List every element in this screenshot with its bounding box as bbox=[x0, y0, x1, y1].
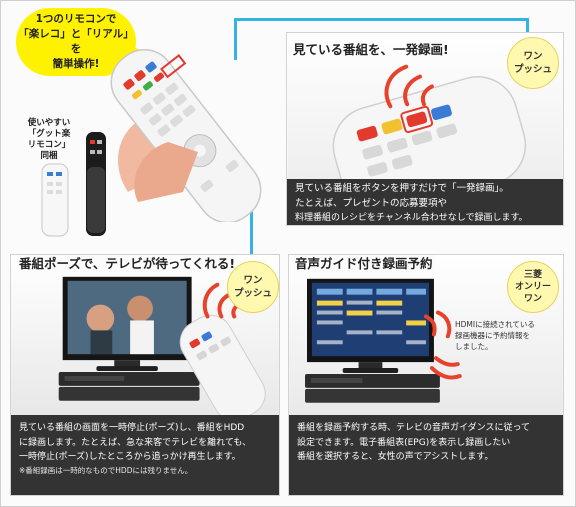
caption-b-line-1: 見ている番組の画面を一時停止(ポーズ)し、番組をHDD bbox=[19, 423, 245, 433]
remote-badge-line-4: 同梱 bbox=[40, 151, 58, 161]
panel-a-title: 見ている番組を、一発録画! bbox=[293, 42, 449, 57]
epg-line-2: 録画機器に予約情報を bbox=[455, 331, 530, 340]
mitsubishi-only-one-badge: 三菱 オンリー ワン bbox=[507, 261, 559, 313]
remote-badge-line-2: 「グット楽 bbox=[27, 129, 71, 139]
caption-b-note: ※番組録画は一時的なものでHDDには残りません。 bbox=[19, 465, 193, 475]
caption-c-line-1: 番組を録画予約する時、テレビの音声ガイダンスに従って bbox=[297, 423, 531, 433]
bubble-line-1: 1つのリモコンで bbox=[35, 13, 117, 25]
bubble-line-2: 「楽レコ」と「リアル」を bbox=[18, 28, 134, 55]
caption-b-line-3: 一時停止(ポーズ)したところから追っかけ再生します。 bbox=[19, 452, 241, 462]
remote-control-icon bbox=[110, 48, 262, 222]
epg-notice-text: HDMIに接続されている 録画機器に予約情報を しました。 bbox=[455, 319, 535, 352]
badge-a-line-1: ワン bbox=[523, 51, 543, 62]
connector-line-mid-vertical bbox=[250, 210, 253, 260]
badge-a-line-2: プッシュ bbox=[513, 64, 552, 75]
caption-c-line-3: 番組を選択すると、女性の声でアシストします。 bbox=[297, 452, 494, 462]
bubble-line-3: 簡単操作! bbox=[52, 58, 100, 70]
connector-line-top bbox=[234, 18, 528, 21]
speech-bubble: 1つのリモコンで 「楽レコ」と「リアル」を 簡単操作! bbox=[16, 8, 146, 76]
panel-a-caption: 見ている番組をボタンを押すだけで「一発録画」。 たとえば、プレゼントの応募要項や… bbox=[287, 179, 563, 225]
panel-b-caption: 見ている番組の画面を一時停止(ポーズ)し、番組をHDD に録画します。たとえば、… bbox=[11, 415, 279, 495]
panel-c-caption: 番組を録画予約する時、テレビの音声ガイダンスに従って 設定できます。電子番組表(… bbox=[289, 415, 563, 495]
badge-c-line-2: オンリー bbox=[514, 282, 551, 292]
caption-c-line-2: 設定できます。電子番組表(EPG)を表示し録画したい bbox=[297, 437, 511, 448]
caption-b-line-2: に録画します。たとえば、急な来客でテレビを離れても、 bbox=[19, 437, 252, 448]
caption-a-line-1: 見ている番組をボタンを押すだけで「一発録画」。 bbox=[295, 183, 509, 194]
panel-program-pause: 番組ポーズで、テレビが待ってくれる! ワン プッシュ 見ている番組の画面を一時停… bbox=[10, 254, 280, 496]
connector-line-right-vertical bbox=[526, 18, 529, 34]
panel-one-push-record: 見ている番組を、一発録画! ワン プッシュ 見ている番組をボタンを押すだけで「一… bbox=[286, 32, 564, 226]
panel-voice-guide: 音声ガイド付き録画予約 三菱 オンリー ワン HDMIに接続されている 録画機器… bbox=[288, 254, 564, 496]
one-push-badge: ワン プッシュ bbox=[507, 37, 559, 89]
panel-c-title: 音声ガイド付き録画予約 bbox=[293, 255, 435, 272]
badge-c-line-3: ワン bbox=[523, 294, 542, 304]
caption-a-line-3: 料理番組のレシピをチャンネル合わせなしで録画します。 bbox=[295, 213, 528, 223]
epg-line-1: HDMIに接続されている bbox=[455, 320, 535, 329]
remote-badge-line-3: リモコン」 bbox=[27, 140, 71, 150]
remote-bundled-badge: 使いやすい 「グット楽 リモコン」 同梱 bbox=[18, 118, 80, 164]
caption-a-line-2: たとえば、プレゼントの応募要項や bbox=[295, 197, 448, 209]
badge-b-line-1: ワン bbox=[243, 275, 263, 286]
panel-b-title: 番組ポーズで、テレビが待ってくれる! bbox=[17, 255, 238, 272]
epg-line-3: しました。 bbox=[455, 342, 493, 351]
one-push-badge-b: ワン プッシュ bbox=[227, 261, 279, 313]
badge-c-line-1: 三菱 bbox=[523, 270, 542, 280]
connector-line-left-vertical bbox=[234, 18, 237, 60]
remote-badge-line-1: 使いやすい bbox=[27, 118, 71, 128]
badge-b-line-2: プッシュ bbox=[233, 288, 272, 299]
small-remotes-icon bbox=[41, 132, 106, 237]
